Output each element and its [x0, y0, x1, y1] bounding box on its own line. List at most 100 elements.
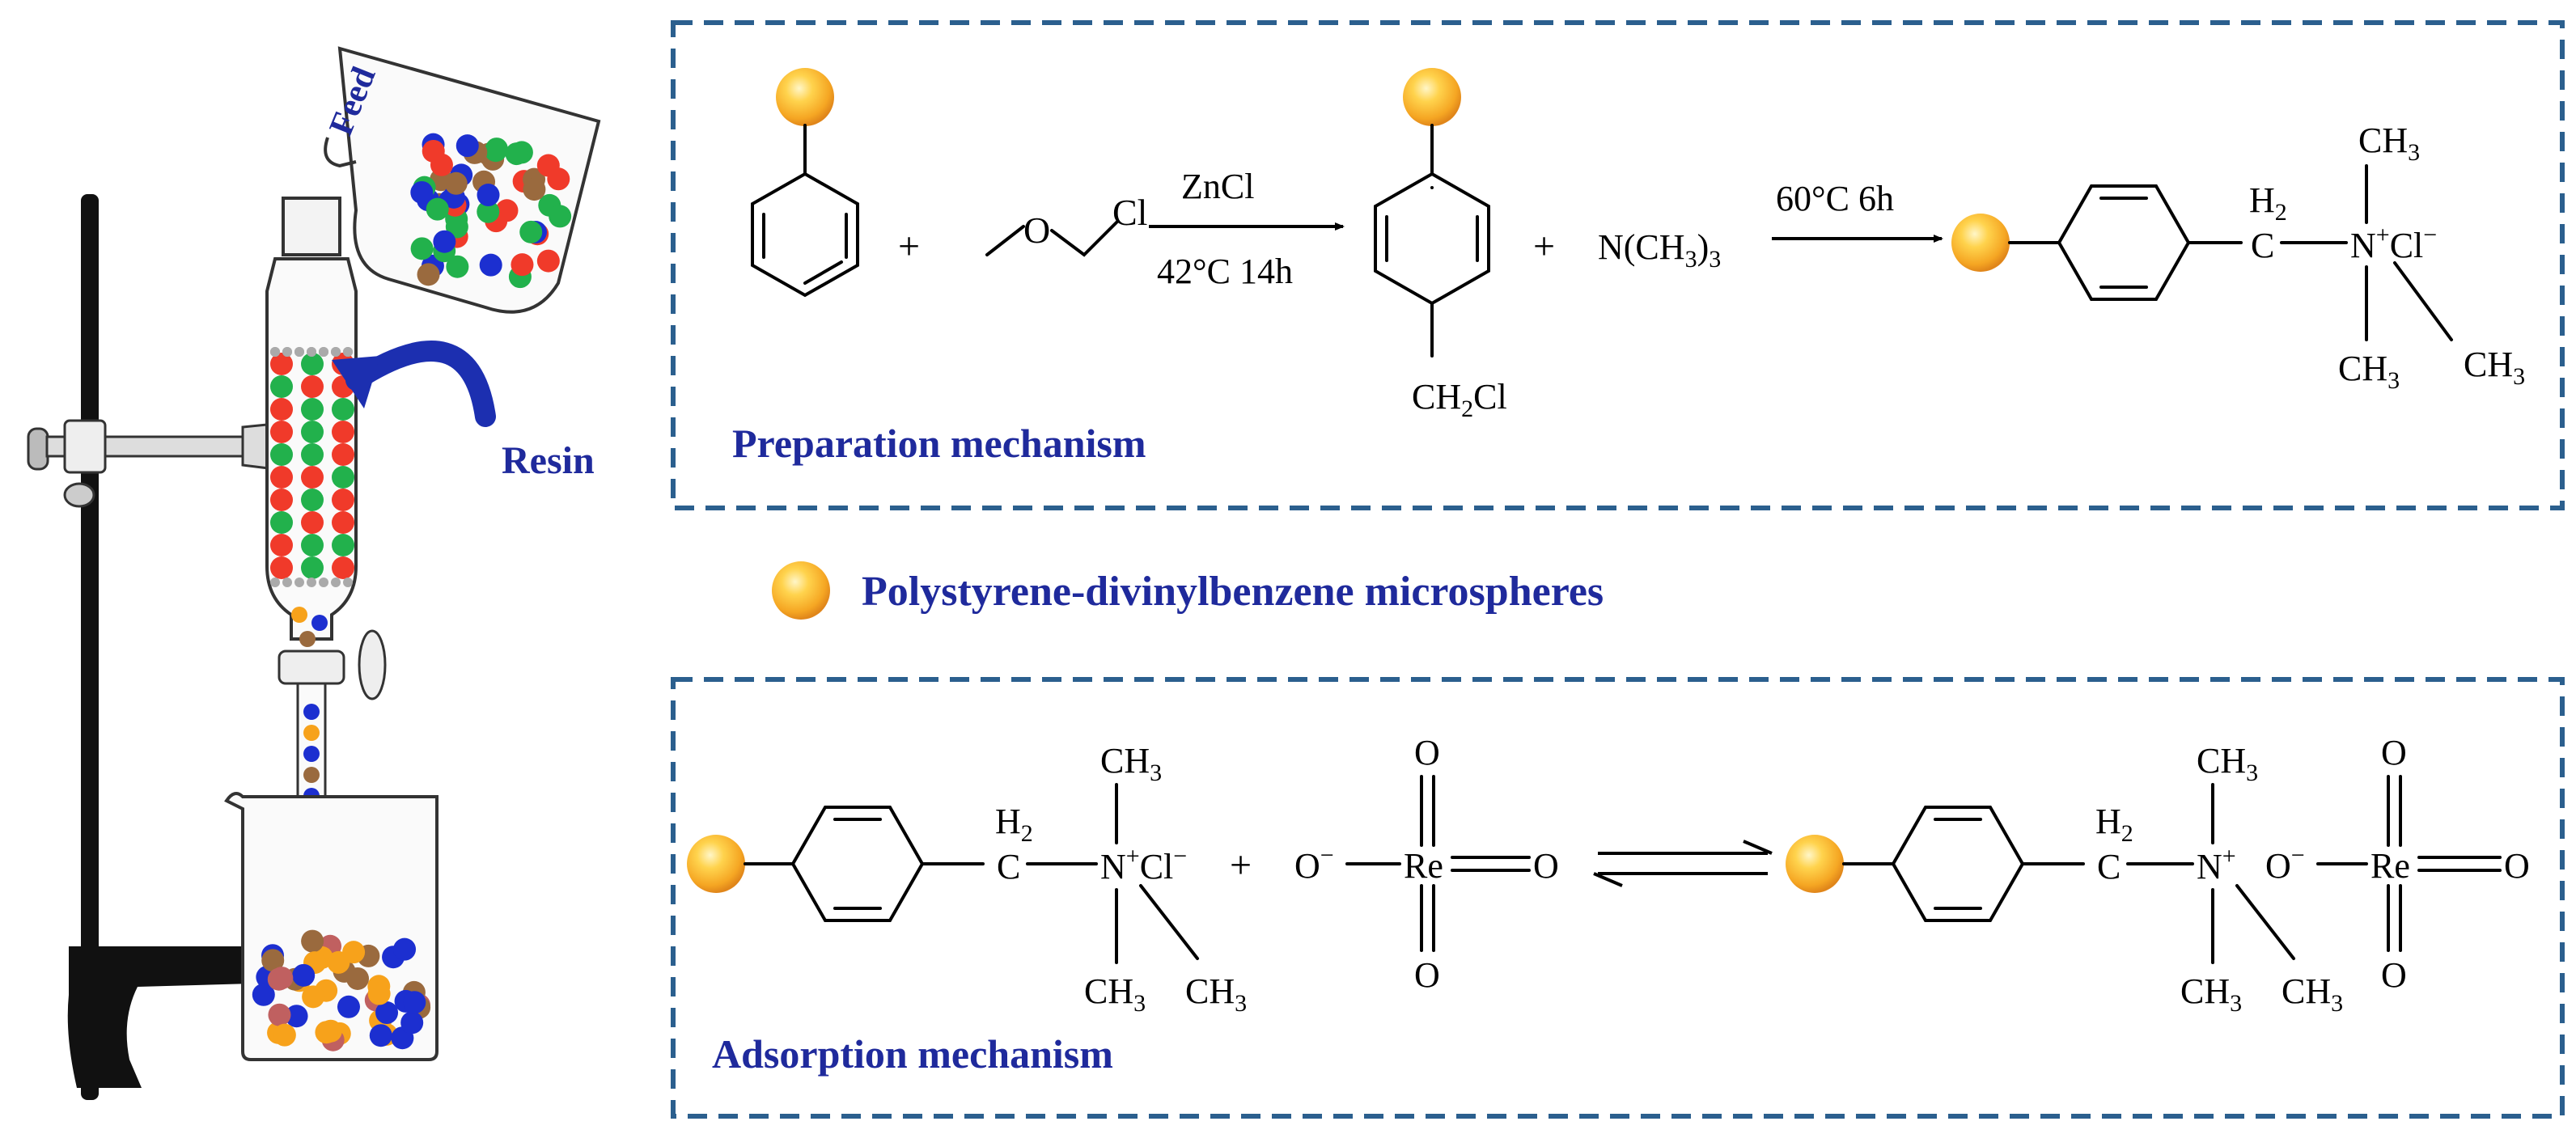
resin-bead [375, 1001, 399, 1025]
preparation-scheme: + O Cl ZnCl 42°C 14h CH2Cl + N(CH3)3 60°… [732, 68, 2525, 466]
resin-bead [270, 556, 293, 579]
adsorption-scheme: H2 C N+Cl− CH3 CH3 CH3 + O− Re O O O [687, 733, 2530, 1077]
equilibrium-arrow [1593, 840, 1773, 887]
resin-bead [410, 237, 434, 260]
resin-arrow [345, 341, 496, 427]
preparation-box [671, 20, 2565, 510]
oxo-bottom: O [1414, 955, 1440, 995]
resin-bead [294, 347, 304, 357]
ch2cl-group: CH2Cl [1412, 377, 1507, 422]
resin-bead [536, 249, 560, 273]
nitrogen-cation: N+ [2197, 843, 2236, 886]
resin-bead [519, 220, 543, 243]
methyl-bottom-right: CH3 [2282, 971, 2343, 1017]
resin-bead [301, 556, 324, 579]
resin-bead [291, 607, 307, 623]
resin-bead [270, 578, 280, 587]
trimethylamine: N(CH3)3 [1598, 227, 1721, 273]
resin-bead [511, 253, 534, 277]
resin-bead [307, 578, 316, 587]
resin-bead [332, 489, 354, 511]
resin-bead [403, 991, 426, 1014]
resin-bead [417, 263, 440, 286]
nitrogen-cation: N+Cl− [1100, 843, 1187, 886]
resin-bead [319, 347, 328, 357]
resin-bead [549, 205, 572, 228]
resin-bead [292, 963, 316, 987]
resin-bead [367, 982, 391, 1005]
catalyst-label: ZnCl [1181, 167, 1254, 206]
resin-bead [301, 534, 324, 556]
methyl-bottom-left: CH3 [2180, 971, 2242, 1017]
resin-bead [495, 199, 519, 222]
rhenium: Re [1404, 846, 1443, 886]
resin-bead [302, 985, 325, 1009]
resin-bead [301, 489, 324, 511]
resin-bead [346, 967, 370, 990]
resin-bead [331, 578, 341, 587]
oxo-bottom: O [2381, 955, 2407, 995]
resin-bead [270, 398, 293, 421]
nitrogen-cation: N+Cl− [2350, 222, 2437, 265]
h2-label: H2 [2095, 802, 2133, 847]
stand-base [67, 946, 421, 1088]
resin-bead [270, 466, 293, 489]
resin-arrow-head [332, 356, 380, 408]
resin-bead [505, 142, 528, 166]
resin-bead [455, 134, 479, 158]
adsorption-box [671, 677, 2565, 1119]
methyl-bottom-left: CH3 [1084, 971, 1146, 1017]
resin-bead [369, 1024, 392, 1047]
oxo-right: O [2504, 846, 2530, 886]
condition-1-label: 42°C 14h [1157, 252, 1293, 291]
resin-bead [426, 197, 449, 221]
resin-bead [270, 967, 294, 990]
resin-bead [270, 375, 293, 398]
resin-bead [536, 154, 560, 177]
resin-bead [270, 347, 280, 357]
chlorine-atom: Cl [1112, 192, 1147, 233]
carbon-atom: C [997, 847, 1020, 886]
resin-bead [303, 725, 320, 741]
methyl-bottom-left: CH3 [2338, 349, 2400, 394]
resin-bead [270, 353, 293, 375]
resin-bead [299, 631, 316, 647]
adsorption-title: Adsorption mechanism [712, 1031, 1113, 1077]
resin-label: Resin [502, 439, 595, 482]
resin-bead [479, 253, 502, 277]
resin-bead [270, 489, 293, 511]
collection-beads [252, 929, 431, 1051]
resin-bead [301, 398, 324, 421]
resin-bead [303, 704, 320, 720]
resin-bead [343, 578, 353, 587]
resin-bead [332, 534, 354, 556]
column-apparatus: Feed Resin [27, 46, 601, 1100]
resin-bead [282, 578, 292, 587]
methyl-bottom-right: CH3 [1185, 971, 1247, 1017]
resin-bead [285, 1005, 308, 1028]
condition-2-label: 60°C 6h [1776, 179, 1894, 218]
resin-bead [301, 375, 324, 398]
resin-bead [332, 398, 354, 421]
plus: + [1230, 844, 1252, 886]
microsphere-icon [1951, 214, 2010, 272]
microsphere-icon [1403, 68, 1461, 126]
resin-bead [343, 347, 353, 357]
resin-bead [433, 230, 456, 253]
resin-bead [422, 139, 445, 163]
h2-label: H2 [995, 802, 1033, 847]
resin-bead [270, 511, 293, 534]
resin-bead [315, 1021, 338, 1044]
oxo-top: O [2381, 733, 2407, 772]
resin-bead [444, 171, 468, 195]
resin-bead [477, 200, 500, 223]
methyl-bottom-right: CH3 [2464, 345, 2525, 390]
resin-bead [294, 578, 304, 587]
resin-bead [400, 1011, 424, 1035]
o-minus: O− [1294, 842, 1334, 886]
oxygen-atom: O [1023, 209, 1050, 251]
microsphere-icon [1786, 835, 1844, 893]
resin-bead [319, 578, 328, 587]
resin-bead [301, 353, 324, 375]
